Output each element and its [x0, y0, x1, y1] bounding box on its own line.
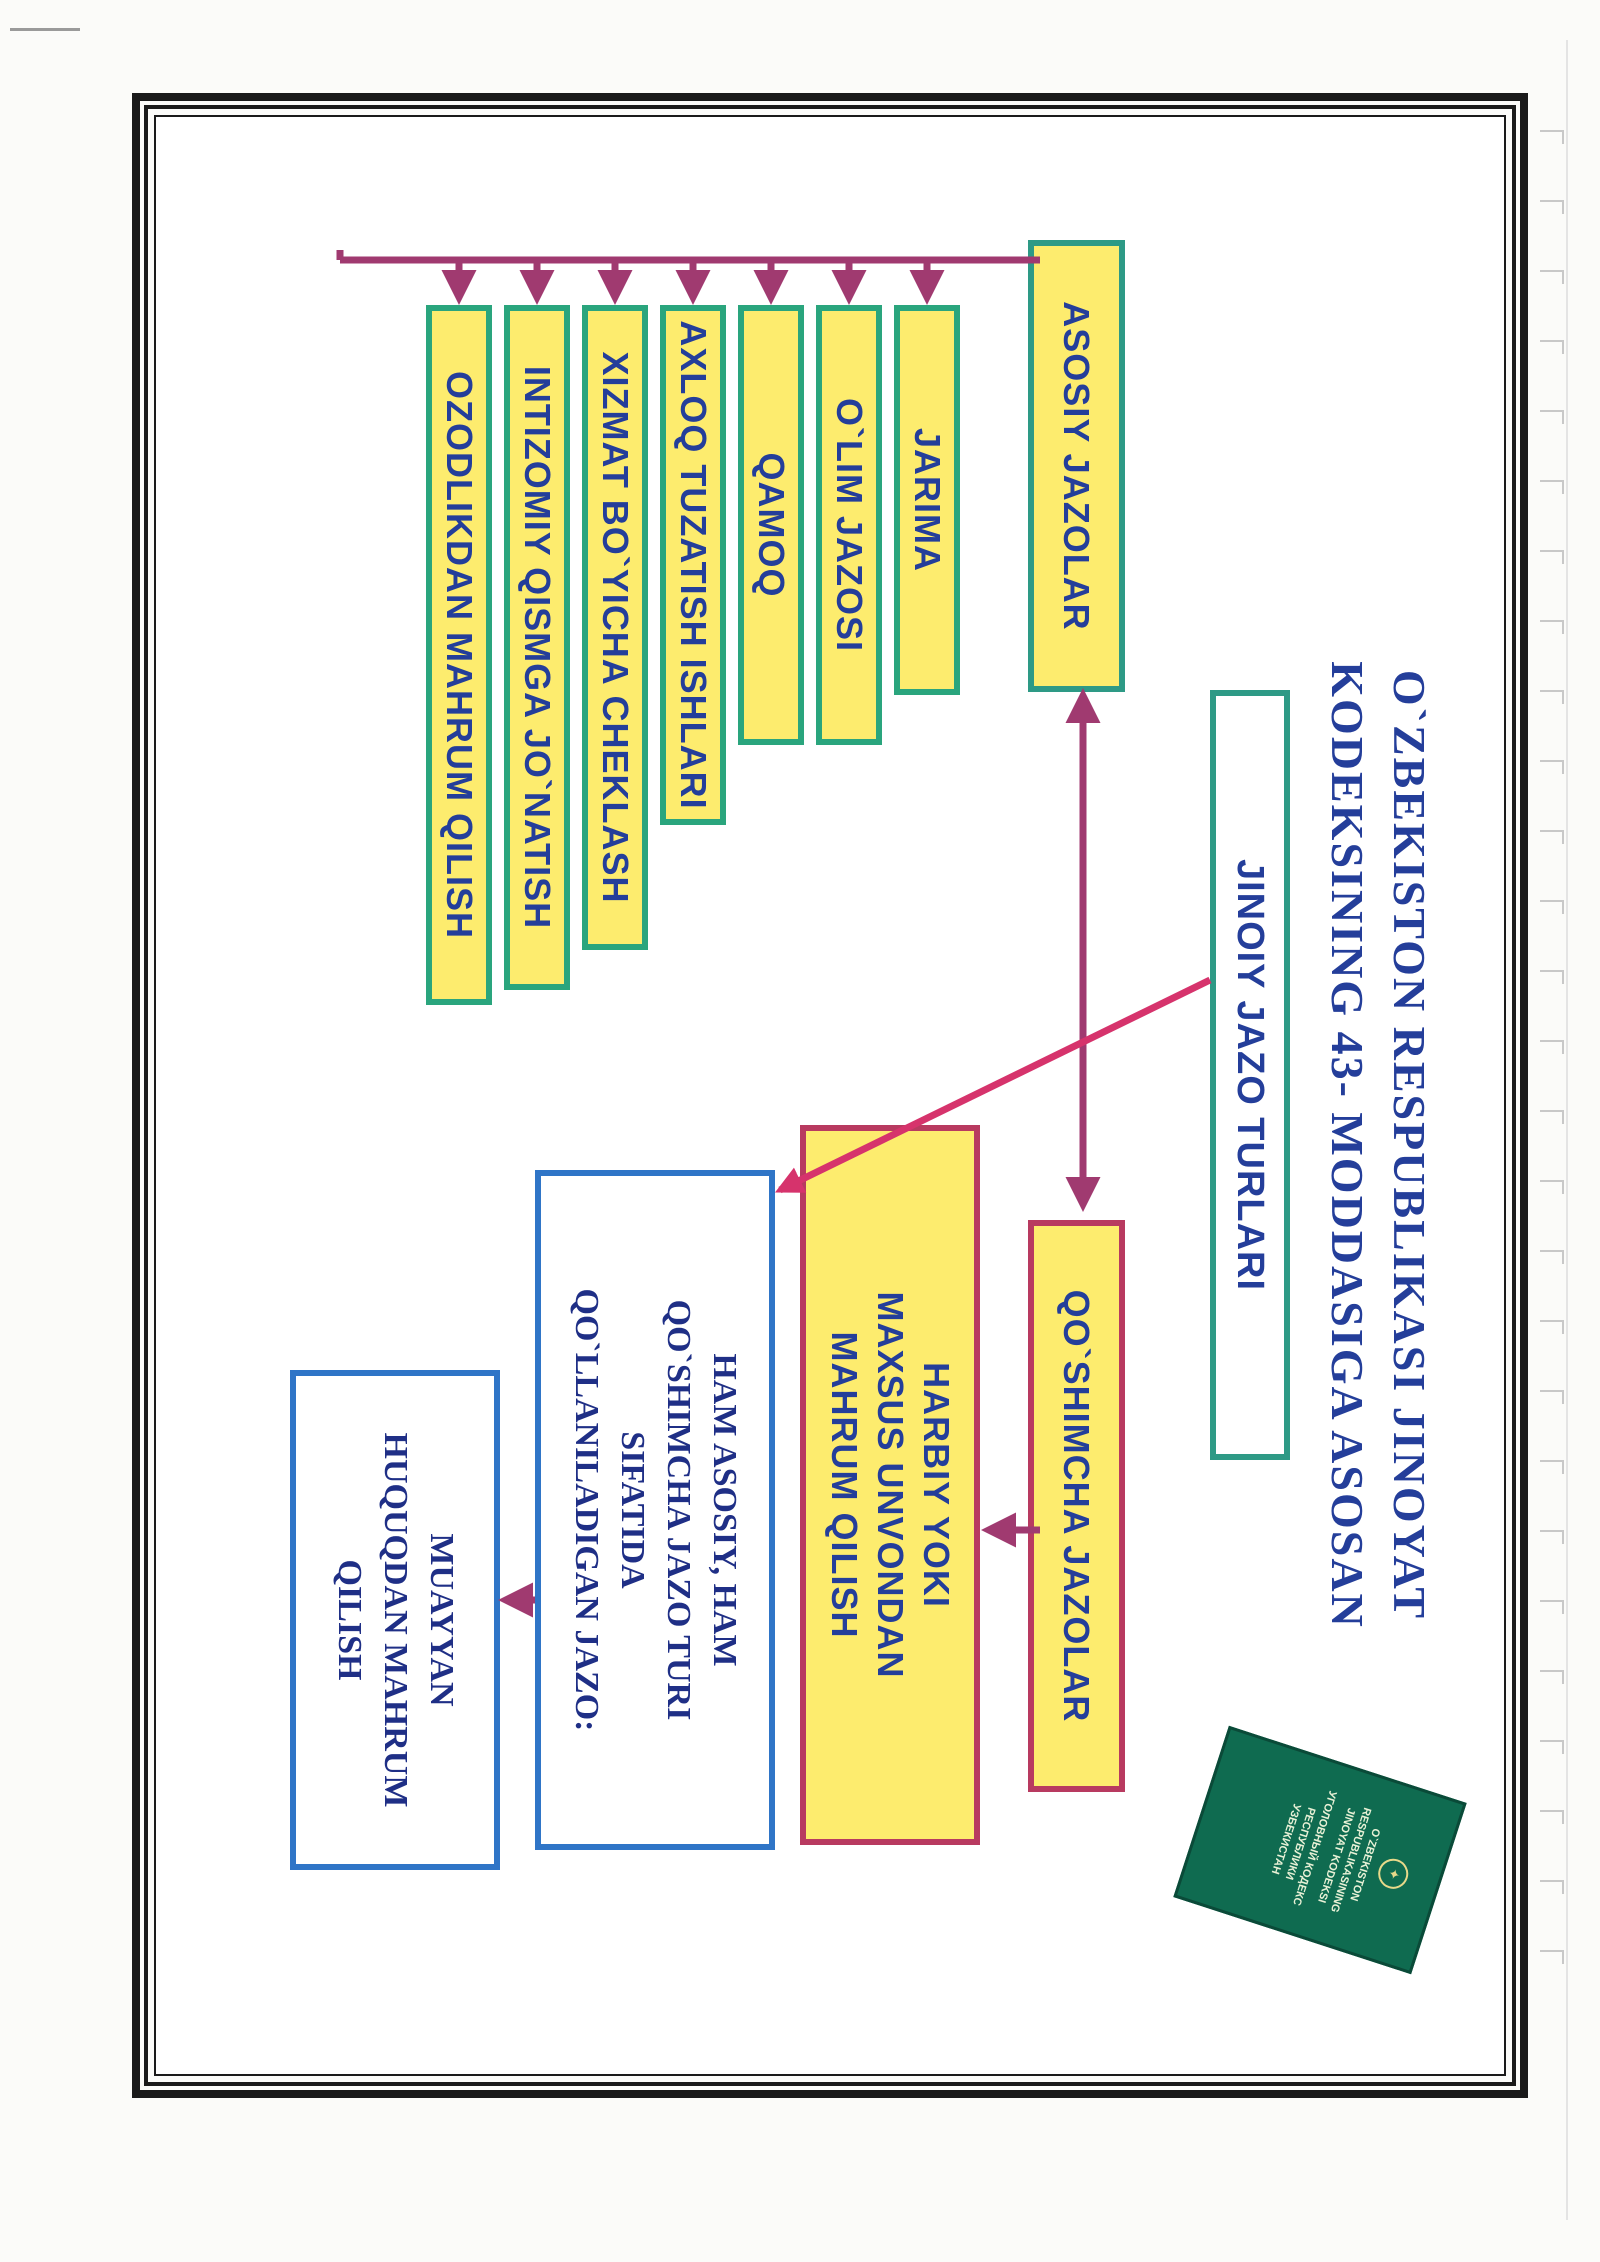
binder-tick: [1540, 200, 1564, 214]
binder-tick: [1540, 1390, 1564, 1404]
binder-tick: [1540, 970, 1564, 984]
binder-tick: [1540, 690, 1564, 704]
binder-tick: [1540, 1880, 1564, 1894]
binder-tick: [1540, 1810, 1564, 1824]
scan-mark: [10, 28, 80, 31]
binder-tick: [1540, 1460, 1564, 1474]
binder-tick: [1540, 410, 1564, 424]
page-edge-line: [1566, 40, 1568, 2220]
binder-tick: [1540, 550, 1564, 564]
diagram-connectors: [336, 250, 1212, 1618]
binder-tick: [1540, 1040, 1564, 1054]
binder-tick: [1540, 270, 1564, 284]
middle-frame: [144, 105, 1516, 2086]
binder-tick: [1540, 1180, 1564, 1194]
binder-tick: [1540, 760, 1564, 774]
binder-tick: [1540, 830, 1564, 844]
binder-tick: [1540, 1600, 1564, 1614]
binder-tick: [1540, 1250, 1564, 1264]
poster-canvas: O`ZBEKISTON RESPUBLIKASI JINOYAT KODEKSI…: [160, 120, 1500, 2080]
header-diagonal-arrow: [774, 976, 1212, 1194]
binder-tick: [1540, 480, 1564, 494]
binder-tick: [1540, 1110, 1564, 1124]
outer-frame: [132, 93, 1528, 2098]
binder-tick: [1540, 1950, 1564, 1964]
binder-tick: [1540, 620, 1564, 634]
binder-tick: [1540, 1740, 1564, 1754]
binder-tick: [1540, 1530, 1564, 1544]
binder-tick: [1540, 900, 1564, 914]
binder-tick: [1540, 340, 1564, 354]
binder-tick: [1540, 1320, 1564, 1334]
binder-tick: [1540, 1670, 1564, 1684]
binder-ticks: [1540, 130, 1564, 2010]
binder-tick: [1540, 130, 1564, 144]
